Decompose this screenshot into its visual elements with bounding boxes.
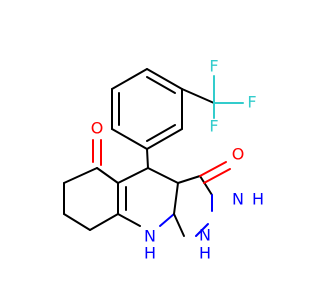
bond [173, 213, 185, 237]
bond [203, 168, 231, 184]
bond [173, 182, 179, 215]
bond [63, 167, 98, 184]
molecule-structure-diagram: O O F F F N H N H N H [63, 57, 264, 263]
nitrogen-atom-pyrazole: N [232, 190, 244, 209]
bond [147, 167, 179, 184]
hydrogen-on-pyridine-nitrogen: H [144, 244, 156, 263]
oxygen-atom-ketone: O [91, 119, 104, 138]
bond [117, 167, 149, 184]
bond [89, 213, 119, 231]
nitrogen-atom-pyridine: N [144, 227, 156, 246]
bond [63, 213, 91, 231]
hydrogen-on-pyrazole-nh: H [199, 244, 211, 263]
bond [117, 213, 141, 227]
bond [146, 128, 183, 150]
nitrogen-atom-pyrazole-nh: N [199, 226, 211, 245]
bond [146, 148, 149, 169]
fluorine-atom-2: F [247, 93, 256, 112]
bond [159, 213, 175, 227]
bond [195, 223, 209, 237]
bond [199, 175, 213, 196]
bond [111, 128, 148, 150]
fluorine-atom-3: F [209, 117, 218, 136]
bond [177, 175, 201, 184]
bond [96, 167, 119, 184]
bond [146, 76, 176, 94]
bond [146, 68, 183, 90]
hydrogen-on-pyrazole-nitrogen: H [252, 190, 264, 209]
oxygen-atom-hydroxy: O [232, 145, 245, 164]
bond [181, 88, 215, 104]
fluorine-atom-1: F [209, 57, 218, 76]
bond [199, 161, 227, 177]
bond [111, 68, 148, 90]
bond [146, 124, 176, 142]
